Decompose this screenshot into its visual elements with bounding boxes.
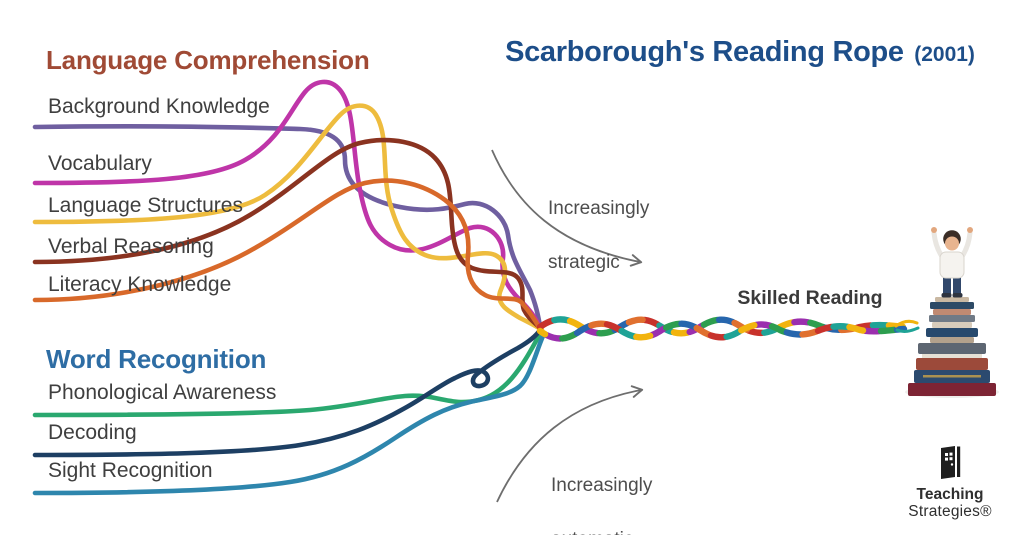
- teaching-strategies-logo: Teaching Strategies®: [880, 444, 1020, 520]
- increasingly-strategic-arrow: [491, 149, 643, 267]
- language-comprehension-heading: Language Comprehension: [46, 45, 370, 75]
- logo-line2: Strategies®: [908, 503, 992, 520]
- strand-label-sight-recognition: Sight Recognition: [48, 459, 213, 482]
- rope-tips: [894, 319, 920, 333]
- strand-sight-recognition: [32, 333, 546, 496]
- door-icon: [941, 446, 961, 479]
- strand-label-decoding: Decoding: [48, 421, 137, 444]
- page-title: Scarborough's Reading Rope (2001): [470, 36, 1010, 69]
- strand-label-verbal-reasoning: Verbal Reasoning: [48, 235, 214, 258]
- strand-label-background-knowledge: Background Knowledge: [48, 95, 270, 118]
- increasingly-automatic-label: Increasingly automatic: [551, 475, 653, 535]
- increasingly-strategic-label: Increasingly strategic: [548, 198, 650, 273]
- strand-label-literacy-knowledge: Literacy Knowledge: [48, 273, 232, 296]
- word-recognition-heading: Word Recognition: [46, 344, 267, 374]
- logo-line1: Teaching: [916, 486, 984, 503]
- strand-label-phonological-awareness: Phonological Awareness: [48, 381, 277, 404]
- strand-label-vocabulary: Vocabulary: [48, 152, 152, 175]
- strand-background-knowledge: [32, 124, 543, 329]
- increasingly-automatic-arrow: [496, 385, 644, 503]
- title-year: (2001): [914, 43, 975, 66]
- title-text: Scarborough's Reading Rope: [505, 36, 904, 68]
- skilled-reading-label: Skilled Reading: [737, 287, 883, 309]
- braided-rope: [540, 319, 904, 338]
- strand-literacy-knowledge: [32, 178, 543, 332]
- child-on-books-illustration: [905, 227, 999, 398]
- strand-verbal-reasoning: [32, 137, 543, 331]
- strand-decoding: [32, 327, 543, 458]
- strand-label-language-structures: Language Structures: [48, 194, 243, 217]
- strand-phonological-awareness: [32, 331, 543, 418]
